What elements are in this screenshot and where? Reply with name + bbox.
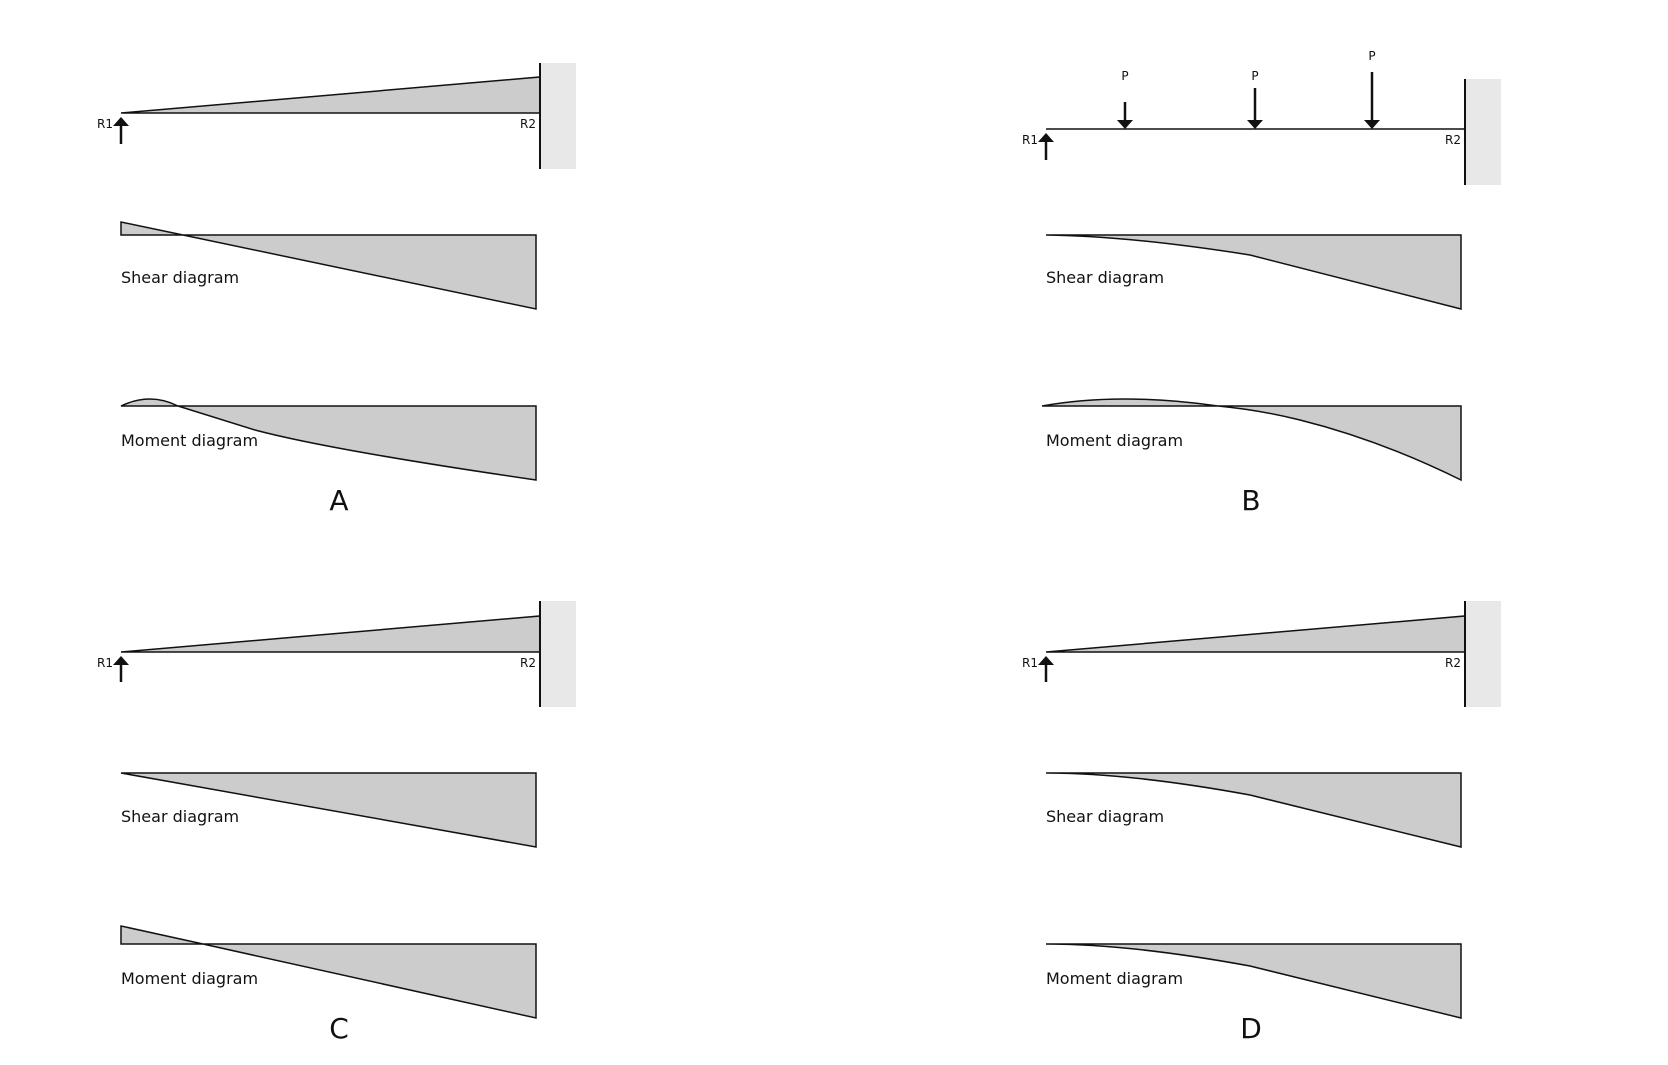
panel-letter-b: B <box>1241 484 1260 517</box>
shear-diagram-d: Shear diagram <box>1045 772 1462 848</box>
shear-region-b <box>1045 234 1462 310</box>
reaction-arrowhead-r1-c <box>113 656 129 665</box>
shear-region-d <box>1045 772 1462 848</box>
point-load-arrowhead-2-b <box>1247 120 1263 129</box>
beam-d: R1 R2 <box>1022 601 1501 707</box>
moment-positive-region-a <box>120 398 179 407</box>
shear-diagram-b: Shear diagram <box>1045 234 1462 310</box>
moment-label-d: Moment diagram <box>1046 969 1183 988</box>
moment-label-b: Moment diagram <box>1046 431 1183 450</box>
r1-label-c: R1 <box>97 656 113 670</box>
shear-label-b: Shear diagram <box>1046 268 1164 287</box>
shear-label-d: Shear diagram <box>1046 807 1164 826</box>
moment-diagram-d: Moment diagram <box>1045 943 1462 1019</box>
moment-label-c: Moment diagram <box>121 969 258 988</box>
panel-d: R1 R2 Shear diagram Moment diagram D <box>1022 601 1501 1045</box>
moment-negative-region-c <box>202 943 537 1019</box>
r1-label-b: R1 <box>1022 133 1038 147</box>
moment-negative-region-b <box>1217 405 1462 482</box>
r1-label-a: R1 <box>97 117 113 131</box>
shear-diagram-a: Shear diagram <box>120 221 537 310</box>
reaction-arrowhead-r1-a <box>113 117 129 126</box>
beam-b: P P P R1 R2 <box>1022 49 1501 185</box>
panel-letter-c: C <box>329 1012 349 1045</box>
point-load-arrowhead-1-b <box>1117 120 1133 129</box>
fixed-support-wall-d <box>1465 601 1501 707</box>
moment-diagram-c: Moment diagram <box>120 925 537 1019</box>
shear-label-a: Shear diagram <box>121 268 239 287</box>
shear-positive-region-a <box>120 221 184 236</box>
point-load-label-3-b: P <box>1368 49 1375 63</box>
reaction-arrowhead-r1-b <box>1038 133 1054 142</box>
panel-c: R1 R2 Shear diagram Moment diagram C <box>97 601 576 1045</box>
moment-label-a: Moment diagram <box>121 431 258 450</box>
moment-diagram-b: Moment diagram <box>1041 398 1462 482</box>
panel-b: P P P R1 R2 Shear diagram Moment diagram… <box>1022 49 1501 517</box>
beam-a: R1 R2 <box>97 63 576 169</box>
r2-label-d: R2 <box>1445 656 1461 670</box>
point-load-arrowhead-3-b <box>1364 120 1380 129</box>
r2-label-a: R2 <box>520 117 536 131</box>
distributed-load-c <box>120 615 541 653</box>
shear-region-c <box>120 772 537 848</box>
moment-region-d <box>1045 943 1462 1019</box>
shear-diagram-c: Shear diagram <box>120 772 537 848</box>
fixed-support-wall-a <box>540 63 576 169</box>
panel-letter-d: D <box>1240 1012 1262 1045</box>
panel-letter-a: A <box>329 484 348 517</box>
moment-diagram-a: Moment diagram <box>120 398 537 481</box>
r2-label-c: R2 <box>520 656 536 670</box>
r2-label-b: R2 <box>1445 133 1461 147</box>
panel-a: R1 R2 Shear diagram Moment diagram A <box>97 63 576 517</box>
reaction-arrowhead-r1-d <box>1038 656 1054 665</box>
moment-negative-region-a <box>177 405 537 481</box>
moment-positive-region-c <box>120 925 204 945</box>
distributed-load-a <box>120 76 541 114</box>
distributed-load-d <box>1045 615 1466 653</box>
fixed-support-wall-b <box>1465 79 1501 185</box>
fixed-support-wall-c <box>540 601 576 707</box>
beam-c: R1 R2 <box>97 601 576 707</box>
point-load-label-1-b: P <box>1121 69 1128 83</box>
point-load-label-2-b: P <box>1251 69 1258 83</box>
r1-label-d: R1 <box>1022 656 1038 670</box>
shear-label-c: Shear diagram <box>121 807 239 826</box>
shear-negative-region-a <box>182 234 537 310</box>
moment-positive-region-b <box>1041 398 1219 407</box>
